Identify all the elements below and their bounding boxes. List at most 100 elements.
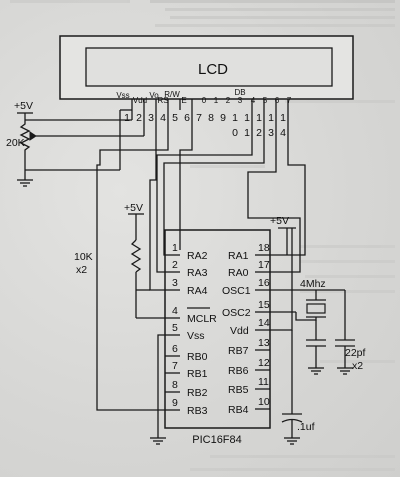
lcd-pin-numbers: 1 2 3 4 5 6 7 8 9 1 1 1 1 1 0 1 2 3 4 <box>124 112 286 139</box>
crystal-icon <box>306 299 326 318</box>
pic-vss-ground <box>150 334 166 445</box>
pic-pin-name: RA0 <box>228 267 249 279</box>
pic-pin-number: 2 <box>172 259 178 271</box>
pic-pin-name: RB7 <box>228 345 249 357</box>
plus5v-label-pullup: +5V <box>124 202 143 214</box>
pic-pin-number: 11 <box>258 376 269 388</box>
lcd-pin-stubs <box>131 99 289 110</box>
lcd-pin-label: 3 <box>238 96 243 105</box>
pic-pin: 4 MCLR <box>165 305 217 325</box>
pic-pin-name: OSC1 <box>222 285 251 297</box>
pic-pin-name: Vdd <box>230 325 249 337</box>
lcd-pin-number-row2: 4 <box>280 127 286 139</box>
lcd-pin-number: 8 <box>208 112 214 124</box>
lcd-pin-label: 0 <box>202 96 207 105</box>
lcd-pin-label: Vo <box>149 91 159 100</box>
lcd-pin-label: 2 <box>226 96 231 105</box>
crystal-freq-label: 4Mhz <box>300 278 326 290</box>
db7-wire <box>270 108 306 256</box>
lcd-pin-label: E <box>181 96 186 105</box>
lcd-pin-label: R/W <box>164 90 180 99</box>
lcd-pin-number: 2 <box>136 112 142 124</box>
lcd-pin-label: 6 <box>275 96 280 105</box>
lcd-pin-label: Vss <box>116 91 129 100</box>
pic-pin: 18 RA1 <box>228 242 270 262</box>
ground-icon <box>284 437 300 445</box>
potentiometer <box>19 120 31 158</box>
pic-pin: 16 OSC1 <box>222 277 270 297</box>
wiper-arrow-icon <box>29 131 37 141</box>
pic-pin-number: 17 <box>258 259 270 271</box>
pic-pin-name: RB3 <box>187 405 208 417</box>
lcd-title: LCD <box>198 61 228 78</box>
capacitor-decoupling <box>281 413 303 423</box>
pic-pin-name: RA4 <box>187 285 208 297</box>
lcd-pin-label: 1 <box>214 96 219 105</box>
db4-wire <box>156 108 253 273</box>
pic-pin-number: 10 <box>258 396 270 408</box>
pic-pin: 2 RA3 <box>165 259 208 279</box>
lcd-pin-number: 9 <box>220 112 226 124</box>
capacitor-osc2 <box>306 339 326 347</box>
resistor-value-label: 10K <box>74 251 93 263</box>
lcd-module: LCD <box>59 35 354 100</box>
pic-pin-name: Vss <box>187 330 205 342</box>
pot-value-label: 20K <box>6 137 25 149</box>
lcd-pin-number: 6 <box>184 112 190 124</box>
decoupling-cap-label: .1uf <box>297 421 315 433</box>
lcd-pin-number: 1 <box>244 112 250 124</box>
pic-pin: 13 RB7 <box>228 337 270 357</box>
pic-name: PIC16F84 <box>192 434 242 446</box>
pic-left-pins: 1 RA2 2 RA3 3 RA4 4 MCLR 5 Vss 6 RB0 <box>165 242 217 417</box>
pic-pin-number: 8 <box>172 379 178 391</box>
lcd-pin-number-row2: 0 <box>232 127 238 139</box>
osc-cap-qty-label: x2 <box>352 360 363 372</box>
pic-pin-number: 4 <box>172 305 178 317</box>
pic-pin: 6 RB0 <box>165 343 208 363</box>
lcd-pin-number-row2: 3 <box>268 127 274 139</box>
lcd-pin-label: RS <box>157 96 168 105</box>
rw-to-rb3-wire <box>96 110 169 411</box>
background-bleed-text <box>10 0 395 471</box>
pic-pin-number: 15 <box>258 299 270 311</box>
crystal-oscillator: 4Mhz 22pf x <box>270 278 366 375</box>
plus5v-label-vdd: +5V <box>270 215 289 227</box>
pic-pin-name: RB5 <box>228 384 249 396</box>
ground-icon <box>17 179 33 187</box>
lcd-pin-number: 1 <box>232 112 238 124</box>
pic-pin-number: 13 <box>258 337 270 349</box>
pic-pin-number: 12 <box>258 357 270 369</box>
pic-pin-number: 9 <box>172 397 178 409</box>
pic-pin: 14 Vdd <box>230 317 270 337</box>
lcd-pin-label: Vdd <box>133 96 147 105</box>
pic-pin-name: RB1 <box>187 368 208 380</box>
pic-right-pins: 18 RA1 17 RA0 16 OSC1 15 OSC2 14 Vdd 13 … <box>222 242 270 416</box>
pic-pin: 8 RB2 <box>165 379 208 399</box>
lcd-pin-number: 1 <box>256 112 262 124</box>
power-and-contrast-pot: +5V 20K <box>6 100 145 187</box>
pic-pin: 7 RB1 <box>165 360 208 380</box>
pic-pin-number: 16 <box>258 277 270 289</box>
resistor-10k <box>130 239 142 273</box>
capacitor-osc1 <box>335 339 355 347</box>
pic-pin-number: 6 <box>172 343 178 355</box>
lcd-pin-labels: Vss Vdd Vo RS R/W E 0 1 2 3 4 5 6 7 DB <box>116 88 291 105</box>
pic-pin-name: RA2 <box>187 250 208 262</box>
pic-pin: 17 RA0 <box>228 259 270 279</box>
pic-pin-number: 3 <box>172 277 178 289</box>
pic-pin: 12 RB6 <box>228 357 270 377</box>
pic-pin-number: 1 <box>172 242 178 254</box>
pic-pin: 11 RB5 <box>228 376 270 396</box>
lcd-pin-number: 7 <box>196 112 202 124</box>
lcd-pin-number-row2: 1 <box>244 127 250 139</box>
pic-pin-name: MCLR <box>187 313 217 325</box>
pic-pin-number: 5 <box>172 322 178 334</box>
pic16f84-chip: PIC16F84 <box>164 229 271 446</box>
pic-pin-number: 14 <box>258 317 270 329</box>
lcd-screen <box>85 47 333 87</box>
pic-pin: 3 RA4 <box>165 277 208 297</box>
ground-icon <box>150 437 166 445</box>
rs-wire <box>149 110 165 291</box>
